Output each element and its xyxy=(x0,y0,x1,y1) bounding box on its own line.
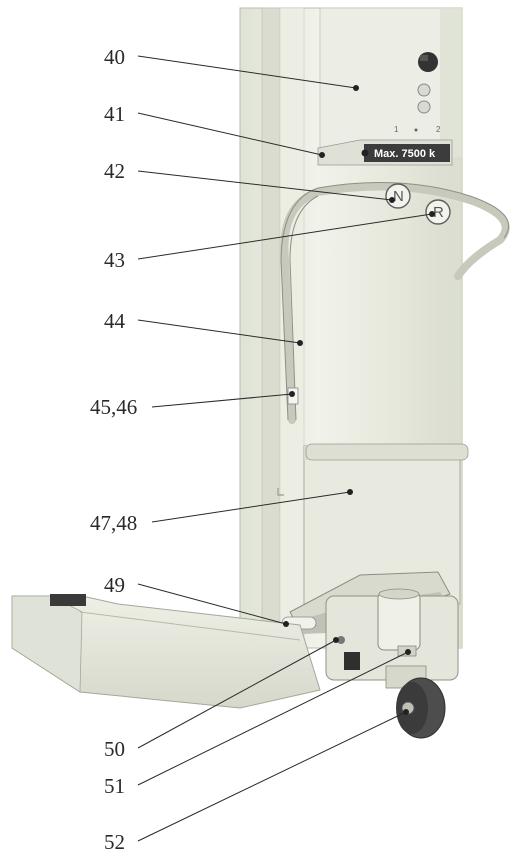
capacity-plate-text: Max. 7500 k xyxy=(374,148,436,160)
callout-label-41: 41 xyxy=(104,102,125,126)
base-arm xyxy=(11,594,321,709)
hydraulic-hose xyxy=(280,182,510,424)
wheel-housing xyxy=(325,588,459,681)
indicator-r: R xyxy=(425,199,451,225)
callout-label-44: 44 xyxy=(104,309,125,333)
caster-wheel xyxy=(385,665,446,739)
callout-label-50: 50 xyxy=(104,737,125,761)
capacity-plate: Max. 7500 k xyxy=(317,139,453,166)
callout-label-47-48: 47,48 xyxy=(90,511,138,535)
housing-slot xyxy=(344,652,360,670)
callout-label-43: 43 xyxy=(104,248,125,272)
callout-label-49: 49 xyxy=(104,573,125,597)
callout-label-52: 52 xyxy=(104,830,125,854)
callout-label-51: 51 xyxy=(104,774,125,798)
base-pad xyxy=(50,594,86,606)
indicator-r-text: R xyxy=(433,204,444,221)
carriage-handle xyxy=(305,443,469,461)
wheel-cylinder xyxy=(377,591,421,651)
indicator-n: N xyxy=(385,183,411,209)
leader-lines xyxy=(137,55,433,842)
indicator-n-text: N xyxy=(393,188,404,205)
callout-label-45-46: 45,46 xyxy=(90,395,138,419)
leader-dots xyxy=(283,85,435,715)
callout-label-42: 42 xyxy=(104,159,125,183)
control-panel: 1 2 xyxy=(394,52,441,134)
push-button-icon xyxy=(417,83,431,97)
switch-mark-left: 1 xyxy=(394,125,399,134)
switch-mark-right: 2 xyxy=(436,125,441,134)
callout-label-40: 40 xyxy=(104,45,125,69)
housing-bolt-icon xyxy=(337,636,345,644)
push-button-icon xyxy=(417,100,431,114)
